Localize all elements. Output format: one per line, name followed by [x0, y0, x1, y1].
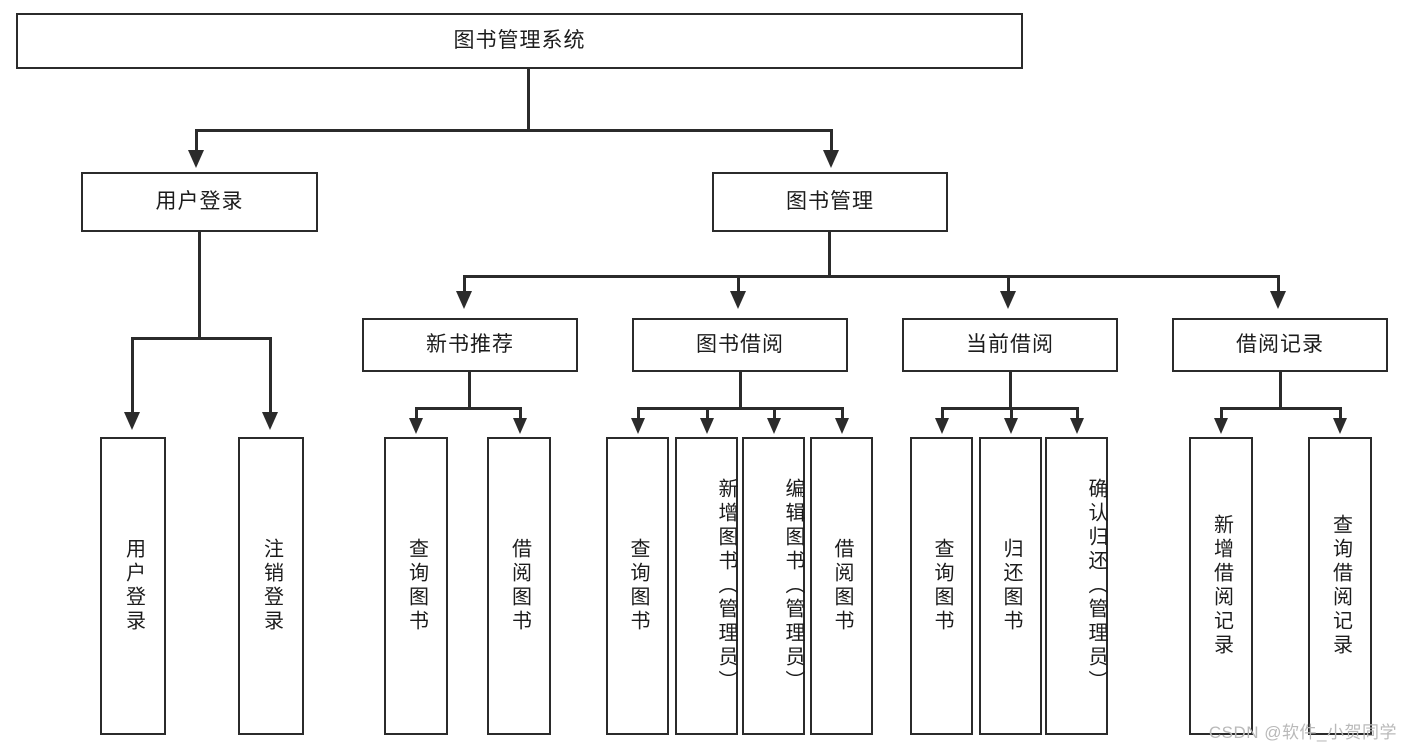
- node-label: 查询借阅记录: [1329, 514, 1352, 658]
- leaf-bb-add-book-admin[interactable]: 新增图书（管理员）: [675, 437, 738, 735]
- arrow-root-to-book-manage: [823, 150, 839, 168]
- connector-root-stem: [527, 69, 530, 131]
- connector-bb-drop-1: [637, 407, 640, 421]
- node-current-borrow[interactable]: 当前借阅: [902, 318, 1118, 372]
- arrow-bm-child-3: [1000, 291, 1016, 309]
- connector-nbr-drop-1: [415, 407, 418, 421]
- connector-bb-drop-3: [773, 407, 776, 421]
- connector-nbr-drop-2: [519, 407, 522, 421]
- arrow-bm-child-2: [730, 291, 746, 309]
- node-label: 用户登录: [122, 538, 145, 634]
- leaf-nbr-borrow-book[interactable]: 借阅图书: [487, 437, 551, 735]
- leaf-nbr-query-book[interactable]: 查询图书: [384, 437, 448, 735]
- connector-cb-drop-1: [941, 407, 944, 421]
- arrow-bm-child-4: [1270, 291, 1286, 309]
- connector-cb-drop-3: [1076, 407, 1079, 421]
- node-label: 图书管理系统: [453, 29, 586, 53]
- arrow-bm-child-1: [456, 291, 472, 309]
- node-book-borrow[interactable]: 图书借阅: [632, 318, 848, 372]
- connector-bb-bus: [637, 407, 844, 410]
- node-label: 确认归还（管理员）: [1085, 478, 1107, 694]
- connector-user-login-stem: [198, 232, 201, 340]
- leaf-bb-query-book[interactable]: 查询图书: [606, 437, 669, 735]
- connector-br-bus: [1220, 407, 1342, 410]
- node-label: 注销登录: [260, 538, 283, 634]
- leaf-br-query-record[interactable]: 查询借阅记录: [1308, 437, 1372, 735]
- leaf-bb-edit-book-admin[interactable]: 编辑图书（管理员）: [742, 437, 805, 735]
- node-label: 借阅记录: [1236, 333, 1324, 357]
- node-borrow-record[interactable]: 借阅记录: [1172, 318, 1388, 372]
- connector-bm-drop-4: [1277, 275, 1280, 295]
- node-label: 借阅图书: [831, 538, 853, 634]
- connector-bb-drop-4: [841, 407, 844, 421]
- leaf-cb-confirm-return-admin[interactable]: 确认归还（管理员）: [1045, 437, 1108, 735]
- leaf-user-login-login[interactable]: 用户登录: [100, 437, 166, 735]
- arrow-user-login-leaf-2: [262, 412, 278, 430]
- connector-root-to-user-login: [195, 129, 198, 154]
- arrow-br-leaf-1: [1214, 418, 1228, 434]
- node-root-system[interactable]: 图书管理系统: [16, 13, 1023, 69]
- connector-bb-drop-2: [706, 407, 709, 421]
- node-book-management[interactable]: 图书管理: [712, 172, 948, 232]
- arrow-cb-leaf-1: [935, 418, 949, 434]
- arrow-nbr-leaf-2: [513, 418, 527, 434]
- node-label: 新书推荐: [426, 333, 514, 357]
- arrow-bb-leaf-4: [835, 418, 849, 434]
- arrow-cb-leaf-2: [1004, 418, 1018, 434]
- connector-nbr-stem: [468, 372, 471, 410]
- connector-nbr-bus: [415, 407, 522, 410]
- node-new-book-recommend[interactable]: 新书推荐: [362, 318, 578, 372]
- leaf-br-add-record[interactable]: 新增借阅记录: [1189, 437, 1253, 735]
- connector-cb-stem: [1009, 372, 1012, 410]
- leaf-user-login-logout[interactable]: 注销登录: [238, 437, 304, 735]
- leaf-cb-query-book[interactable]: 查询图书: [910, 437, 973, 735]
- connector-root-bus: [195, 129, 833, 132]
- connector-br-stem: [1279, 372, 1282, 410]
- arrow-nbr-leaf-1: [409, 418, 423, 434]
- node-label: 新增图书（管理员）: [715, 478, 737, 694]
- arrow-bb-leaf-3: [767, 418, 781, 434]
- arrow-br-leaf-2: [1333, 418, 1347, 434]
- connector-user-login-bus: [131, 337, 270, 340]
- arrow-cb-leaf-3: [1070, 418, 1084, 434]
- connector-cb-drop-2: [1010, 407, 1013, 421]
- node-label: 归还图书: [1000, 538, 1022, 634]
- arrow-user-login-leaf-1: [124, 412, 140, 430]
- node-label: 借阅图书: [508, 538, 531, 634]
- node-label: 查询图书: [931, 538, 953, 634]
- connector-book-manage-stem: [828, 232, 831, 278]
- node-user-login[interactable]: 用户登录: [81, 172, 318, 232]
- node-label: 当前借阅: [966, 333, 1054, 357]
- connector-bm-drop-2: [737, 275, 740, 295]
- node-label: 图书管理: [786, 190, 874, 214]
- connector-user-login-drop-1: [131, 337, 134, 417]
- connector-bb-stem: [739, 372, 742, 410]
- leaf-bb-borrow-book[interactable]: 借阅图书: [810, 437, 873, 735]
- node-label: 查询图书: [627, 538, 649, 634]
- node-label: 用户登录: [155, 190, 244, 214]
- connector-bm-drop-3: [1007, 275, 1010, 295]
- node-label: 图书借阅: [696, 333, 784, 357]
- node-label: 编辑图书（管理员）: [782, 478, 804, 694]
- connector-br-drop-1: [1220, 407, 1223, 421]
- connector-user-login-drop-2: [269, 337, 272, 417]
- arrow-bb-leaf-1: [631, 418, 645, 434]
- connector-root-to-book-manage: [830, 129, 833, 154]
- arrow-bb-leaf-2: [700, 418, 714, 434]
- arrow-root-to-user-login: [188, 150, 204, 168]
- connector-book-manage-bus: [463, 275, 1280, 278]
- leaf-cb-return-book[interactable]: 归还图书: [979, 437, 1042, 735]
- node-label: 新增借阅记录: [1210, 514, 1233, 658]
- node-label: 查询图书: [405, 538, 428, 634]
- connector-bm-drop-1: [463, 275, 466, 295]
- connector-br-drop-2: [1339, 407, 1342, 421]
- watermark-text: CSDN @软件_小贺同学: [1208, 723, 1397, 742]
